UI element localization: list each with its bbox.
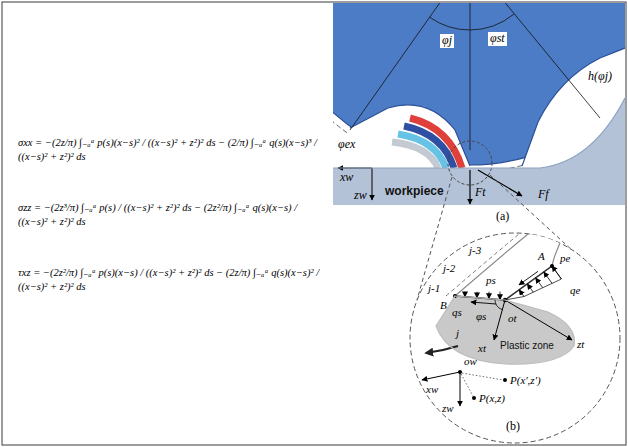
radial-line (470, 3, 600, 118)
pressure-arrow (544, 272, 552, 283)
stress-equation: σzz = −(2z³/π) ∫₋ₐᵃ p(s) / ((x−s)² + z²)… (18, 201, 323, 229)
origin-label: ow (464, 355, 477, 368)
pressure-arrow (465, 292, 466, 297)
angle-arc (495, 299, 502, 309)
detail-circle (410, 233, 620, 443)
dotted-line (462, 373, 503, 380)
radial-line (350, 3, 470, 130)
load-label: pe (560, 252, 570, 265)
angle-arc (430, 17, 470, 30)
cutter-view (333, 3, 625, 205)
stress-equation: σxx = −(2z/π) ∫₋ₐᵃ p(s)(x−s)² / ((x−s)² … (18, 136, 323, 164)
angle-label: φs (476, 310, 486, 323)
panel-label: (b) (506, 420, 520, 434)
axis-arrow (372, 168, 373, 200)
point-label: P(x,z) (479, 392, 505, 405)
axis-label: xw (426, 383, 438, 396)
shear-arrow (471, 302, 496, 304)
angle-label: φj (440, 34, 454, 48)
radial-line (470, 3, 471, 150)
angle-label: φex (338, 138, 355, 152)
tooth-label: j (456, 327, 459, 340)
load-envelope (505, 266, 561, 300)
point-dot (550, 264, 554, 268)
axis-arrow (494, 300, 505, 340)
tooth-label: j-1 (428, 282, 440, 295)
point-dot (472, 396, 476, 400)
tooth-label: j-2 (443, 262, 455, 275)
point-label: B (440, 299, 447, 312)
force-arrow (469, 170, 470, 204)
tool-tooth (455, 232, 566, 300)
flute (333, 105, 470, 178)
axis-label: xw (340, 171, 353, 185)
axis-arrow (460, 372, 461, 406)
pressure-arrow (489, 292, 490, 299)
point-label: A (538, 250, 545, 263)
pressure-arrow (519, 290, 524, 297)
axis-label: zt (577, 338, 584, 351)
plastic-zone-border (436, 296, 574, 364)
point-dot (458, 370, 462, 374)
angle-label: φst (488, 32, 507, 46)
angle-arc (470, 14, 514, 30)
contact-edge (505, 266, 552, 300)
force-label: Ff (538, 188, 549, 202)
point-label: P(x',z') (510, 374, 541, 387)
panel-label: (a) (496, 210, 509, 224)
tooth-label: j-3 (469, 244, 481, 257)
point-dot (503, 378, 507, 382)
pressure-arrow (477, 292, 478, 298)
load-label: qs (452, 306, 462, 319)
pressure-arrow (536, 278, 543, 288)
pressure-arrow (500, 292, 501, 300)
detail-view (422, 232, 574, 406)
previous-path (446, 234, 519, 296)
dotted-line (461, 374, 473, 396)
workpiece-fill (333, 98, 625, 205)
plastic-zone-fill (436, 296, 574, 364)
origin-label: ot (508, 312, 517, 325)
axis-label: zw (354, 189, 367, 203)
axis-arrow (422, 372, 460, 380)
chip-layer (392, 142, 438, 168)
axis-label: zw (442, 402, 454, 415)
plastic-zone: Plastic zone (430, 292, 582, 370)
thickness-label: h(φj) (588, 70, 612, 84)
stress-equation: τxz = −(2z²/π) ∫₋ₐᵃ p(s)(x−s) / ((x−s)² … (18, 266, 323, 294)
plastic-zone-outline (430, 292, 582, 370)
rotation-arrow (426, 346, 458, 353)
workpiece-block-border (333, 98, 625, 168)
axis-label: xt (478, 342, 486, 355)
load-label: ps (486, 274, 496, 287)
shear-arrow (519, 271, 538, 285)
node-text: workpiece (385, 185, 444, 199)
pressure-arrow (527, 284, 533, 292)
node-text: Plastic zone (500, 340, 554, 352)
force-label: Ft (475, 186, 486, 200)
load-label: qe (570, 284, 580, 297)
